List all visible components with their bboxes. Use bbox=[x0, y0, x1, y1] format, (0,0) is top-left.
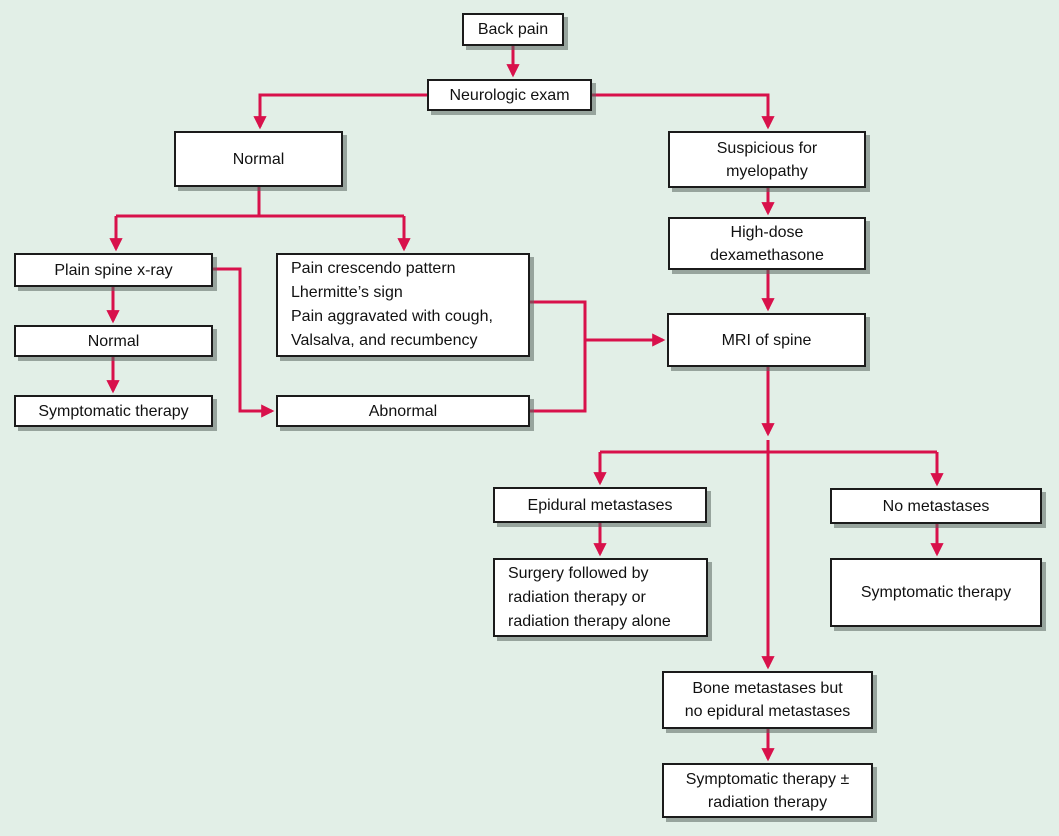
node-symptomatic-therapy-right: Symptomatic therapy bbox=[830, 558, 1042, 627]
edge-plain-xray-to-abnormal bbox=[213, 267, 275, 418]
edge-normal-split-rail bbox=[116, 187, 404, 218]
edge-mri-split-rail bbox=[600, 440, 937, 454]
node-suspicious-for-myelopathy: Suspicious for myelopathy bbox=[668, 131, 866, 188]
node-abnormal: Abnormal bbox=[276, 395, 530, 427]
node-mri-of-spine: MRI of spine bbox=[667, 313, 866, 367]
edge-neurologic-exam-to-suspicious bbox=[592, 93, 775, 130]
edge-neurologic-exam-to-normal bbox=[253, 93, 427, 130]
node-exam-normal: Normal bbox=[174, 131, 343, 187]
edge-pain-abnormal-joiner bbox=[530, 300, 587, 413]
node-epidural-metastases: Epidural metastases bbox=[493, 487, 707, 523]
node-pain-pattern: Pain crescendo pattern Lhermitte’s sign … bbox=[276, 253, 530, 357]
node-plain-spine-xray: Plain spine x-ray bbox=[14, 253, 213, 287]
node-bone-metastases: Bone metastases but no epidural metastas… bbox=[662, 671, 873, 729]
node-neurologic-exam: Neurologic exam bbox=[427, 79, 592, 111]
node-no-metastases: No metastases bbox=[830, 488, 1042, 524]
node-symptomatic-therapy-left: Symptomatic therapy bbox=[14, 395, 213, 427]
node-back-pain: Back pain bbox=[462, 13, 564, 46]
node-symptomatic-radiation: Symptomatic therapy ± radiation therapy bbox=[662, 763, 873, 818]
node-high-dose-dexamethasone: High-dose dexamethasone bbox=[668, 217, 866, 270]
node-xray-normal: Normal bbox=[14, 325, 213, 357]
node-surgery-radiation: Surgery followed by radiation therapy or… bbox=[493, 558, 708, 637]
